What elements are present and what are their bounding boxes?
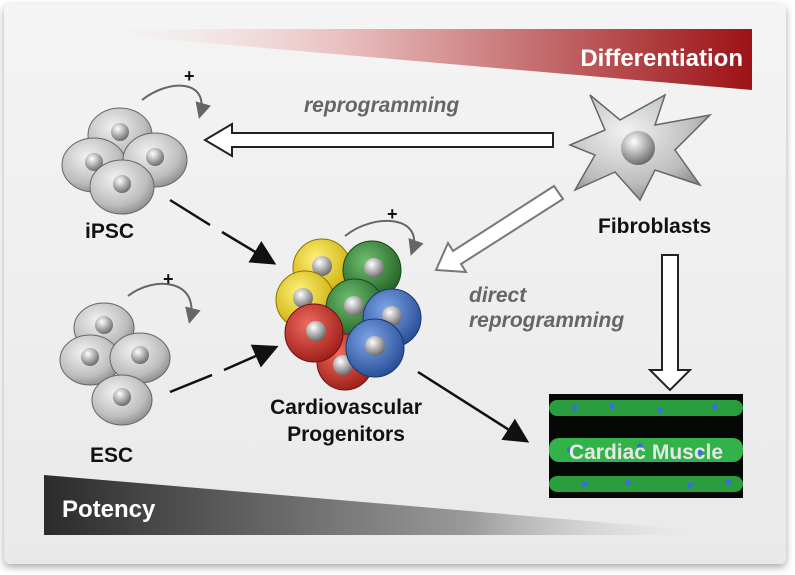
cardiac-muscle-label: Cardiac Muscle [569, 441, 723, 464]
transdifferentiation-arrow [647, 254, 693, 392]
direct-reprogramming-arrow [434, 184, 565, 274]
progenitor-cell-blue [345, 318, 405, 378]
progenitor-to-cardiac-arrow [417, 370, 530, 443]
direct-reprogramming-label-line1: direct [469, 284, 527, 307]
cardiac-muscle-image: Cardiac Muscle [549, 394, 743, 498]
muscle-fiber [549, 476, 743, 492]
fibroblast-cell [568, 93, 713, 202]
progenitor-cell-red [284, 303, 344, 363]
esc-cell [91, 374, 153, 426]
muscle-fiber [549, 400, 743, 416]
fibroblasts-label: Fibroblasts [598, 215, 711, 238]
ipsc-self-renewal-arrow: + [141, 66, 211, 119]
esc-cell-cluster [59, 302, 171, 426]
progenitor-cell-cluster [275, 238, 422, 391]
ipsc-plus-symbol: + [184, 66, 195, 86]
reprogramming-label: reprogramming [304, 94, 459, 117]
progenitors-label-line1: Cardiovascular [270, 396, 422, 419]
muscle-fiber [549, 438, 743, 462]
ipsc-cell-cluster [61, 107, 188, 215]
ipsc-cell [89, 159, 155, 215]
progenitors-label-line2: Progenitors [287, 423, 405, 446]
ipsc-label: iPSC [85, 220, 134, 243]
progenitor-self-renewal-arrow: + [344, 204, 424, 256]
esc-self-renewal-arrow: + [127, 269, 201, 324]
direct-reprogramming-label-line2: reprogramming [469, 309, 624, 332]
potency-label: Potency [62, 496, 156, 523]
reprogramming-arrow [203, 122, 554, 158]
esc-to-progenitor-arrow [169, 344, 279, 394]
progenitor-plus-symbol: + [387, 204, 398, 224]
differentiation-label: Differentiation [580, 45, 743, 72]
esc-label: ESC [90, 444, 133, 467]
esc-plus-symbol: + [163, 269, 174, 289]
potency-banner: Potency [44, 475, 752, 535]
ipsc-to-progenitor-arrow [169, 198, 277, 265]
differentiation-banner: Differentiation [44, 29, 752, 90]
